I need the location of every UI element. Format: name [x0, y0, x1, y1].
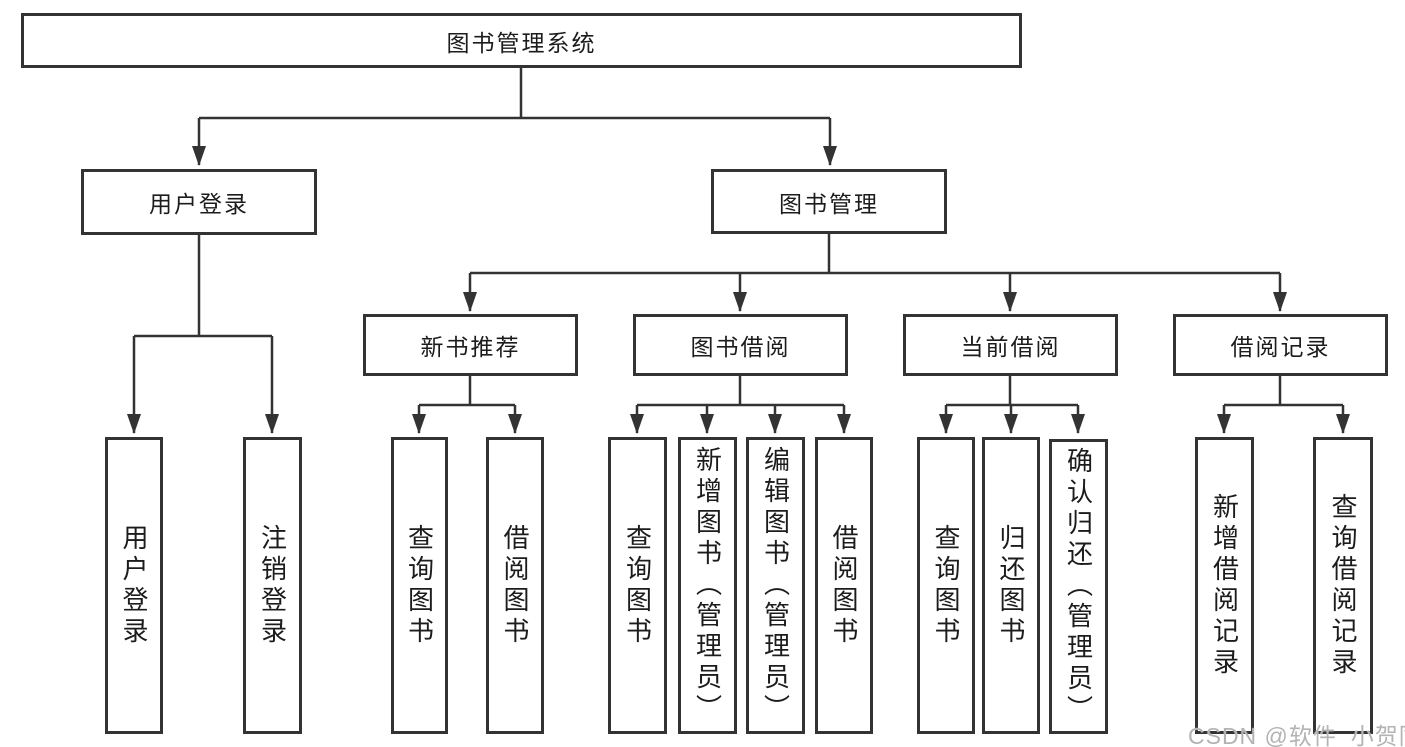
leaf-borrow-add-books-admin: 新增图书（管理员）: [678, 437, 737, 734]
leaf-borrow-query-books: 查询图书: [608, 437, 667, 734]
leaf-current-confirm-return-admin: 确认归还（管理员）: [1049, 439, 1108, 734]
leaf-current-return-books: 归还图书: [982, 437, 1040, 734]
node-root-system: 图书管理系统: [21, 13, 1022, 68]
leaf-recommend-query-books: 查询图书: [391, 437, 448, 734]
leaf-records-query-record: 查询借阅记录: [1313, 437, 1373, 734]
leaf-borrow-borrow-books: 借阅图书: [815, 437, 873, 734]
leaf-borrow-edit-books-admin: 编辑图书（管理员）: [746, 437, 805, 734]
leaf-records-add-record: 新增借阅记录: [1195, 437, 1254, 734]
node-user-login: 用户登录: [81, 169, 317, 235]
node-book-management: 图书管理: [711, 169, 947, 234]
node-current-borrow: 当前借阅: [903, 314, 1118, 376]
leaf-user-login: 用户登录: [105, 437, 163, 734]
node-borrow-records: 借阅记录: [1173, 314, 1388, 376]
leaf-current-query-books: 查询图书: [917, 437, 975, 734]
watermark: CSDN @软件_小贺同学: [1188, 723, 1405, 747]
node-new-book-recommend: 新书推荐: [363, 314, 578, 376]
node-book-borrow: 图书借阅: [633, 314, 848, 376]
leaf-logout-login: 注销登录: [243, 437, 302, 734]
leaf-recommend-borrow-books: 借阅图书: [486, 437, 544, 734]
